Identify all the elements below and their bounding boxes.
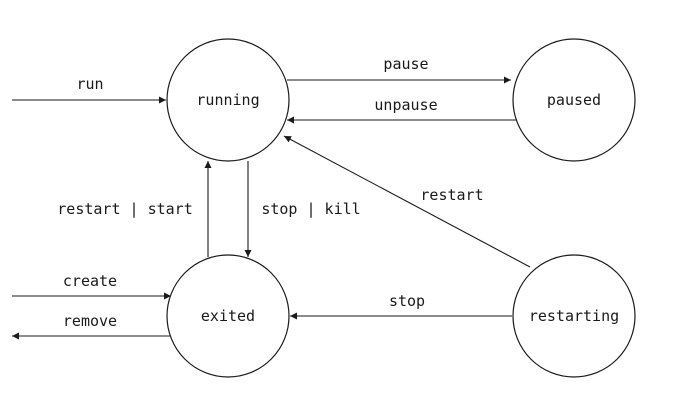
label-restart: restart — [420, 186, 483, 204]
edge-restart — [283, 135, 531, 268]
label-unpause: unpause — [374, 96, 437, 114]
state-running: running — [166, 38, 290, 162]
label-run: run — [76, 75, 103, 93]
state-exited-label: exited — [201, 307, 255, 325]
label-remove: remove — [63, 312, 117, 330]
label-pause: pause — [383, 55, 428, 73]
state-running-label: running — [196, 91, 259, 109]
state-paused-label: paused — [547, 91, 601, 109]
state-restarting: restarting — [512, 254, 636, 378]
label-stop-kill: stop | kill — [261, 200, 360, 218]
state-paused: paused — [512, 38, 636, 162]
state-restarting-label: restarting — [529, 307, 619, 325]
label-create: create — [63, 272, 117, 290]
state-exited: exited — [166, 254, 290, 378]
label-restart-start: restart | start — [57, 200, 192, 218]
label-stop: stop — [389, 292, 425, 310]
